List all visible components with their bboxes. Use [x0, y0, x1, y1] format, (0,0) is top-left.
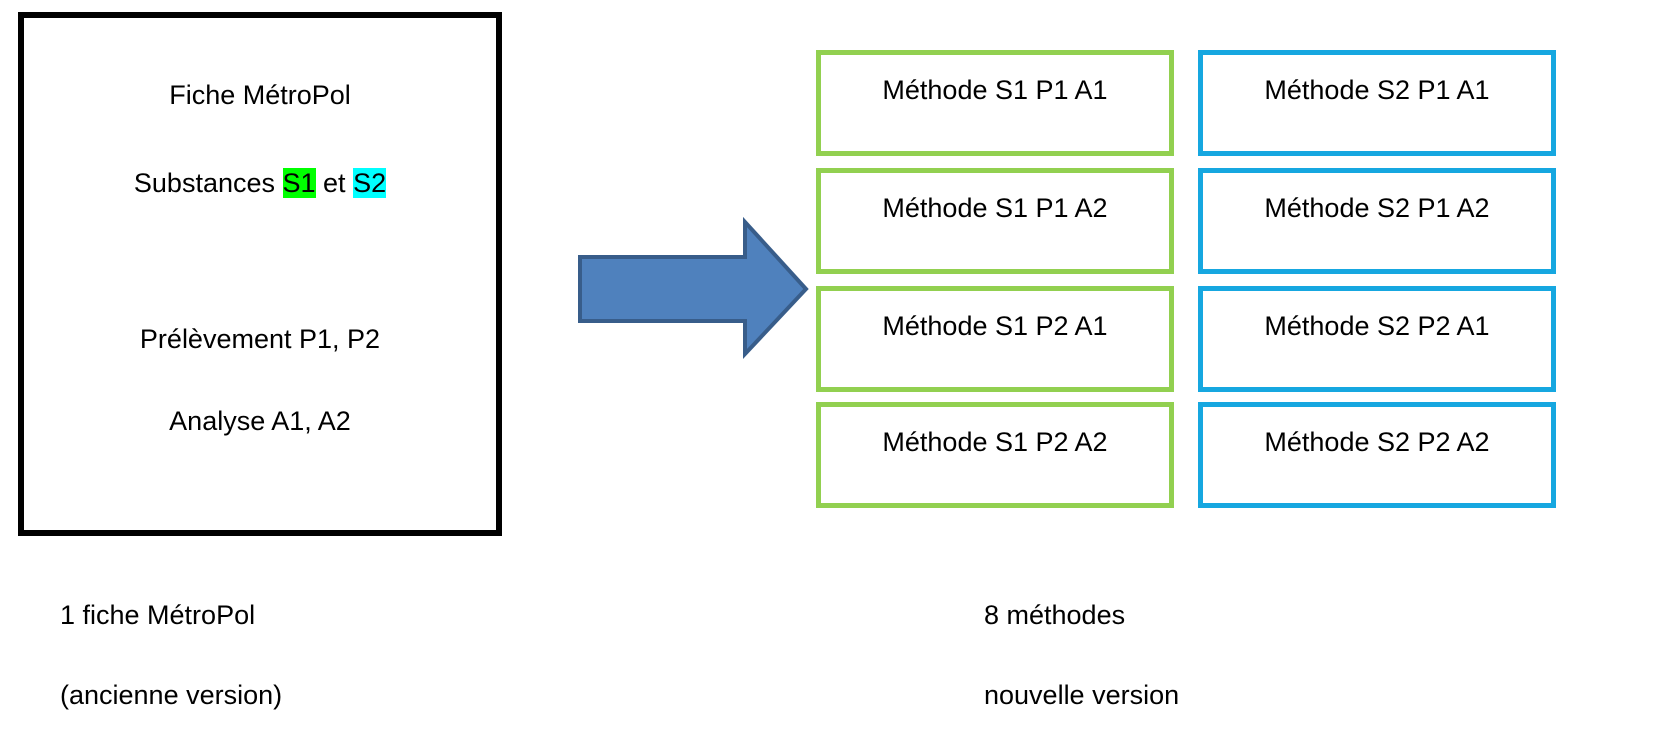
method-box-s2-p2-a1: Méthode S2 P2 A1 [1198, 286, 1556, 392]
method-label: Méthode S2 P2 A2 [1264, 427, 1490, 457]
method-label: Méthode S2 P1 A2 [1264, 193, 1490, 223]
method-label: Méthode S1 P1 A2 [882, 193, 1108, 223]
method-box-s2-p2-a2: Méthode S2 P2 A2 [1198, 402, 1556, 508]
substance-s2: S2 [353, 168, 387, 198]
fiche-prelevement: Prélèvement P1, P2 [139, 324, 381, 354]
right-arrow-icon [578, 216, 809, 360]
method-box-s1-p1-a1: Méthode S1 P1 A1 [816, 50, 1174, 156]
fiche-title: Fiche MétroPol [169, 80, 351, 110]
method-box-s1-p2-a1: Méthode S1 P2 A1 [816, 286, 1174, 392]
fiche-metropol-box: Fiche MétroPol Substances S1 et S2 Prélè… [18, 12, 502, 536]
method-box-s1-p2-a2: Méthode S1 P2 A2 [816, 402, 1174, 508]
substances-mid: et [315, 168, 354, 198]
caption-left-2: (ancienne version) [60, 680, 283, 710]
substance-s1: S1 [282, 168, 316, 198]
method-box-s1-p1-a2: Méthode S1 P1 A2 [816, 168, 1174, 274]
caption-right-1: 8 méthodes [984, 600, 1126, 630]
method-label: Méthode S1 P2 A1 [882, 311, 1108, 341]
method-label: Méthode S1 P2 A2 [882, 427, 1108, 457]
fiche-substances: Substances S1 et S2 [24, 168, 496, 199]
method-label: Méthode S1 P1 A1 [882, 75, 1108, 105]
method-box-s2-p1-a1: Méthode S2 P1 A1 [1198, 50, 1556, 156]
fiche-analyse: Analyse A1, A2 [169, 406, 351, 436]
method-label: Méthode S2 P1 A1 [1264, 75, 1490, 105]
substances-prefix: Substances [133, 168, 283, 198]
method-box-s2-p1-a2: Méthode S2 P1 A2 [1198, 168, 1556, 274]
method-label: Méthode S2 P2 A1 [1264, 311, 1490, 341]
caption-left-1: 1 fiche MétroPol [60, 600, 256, 630]
caption-right-2: nouvelle version [984, 680, 1180, 710]
